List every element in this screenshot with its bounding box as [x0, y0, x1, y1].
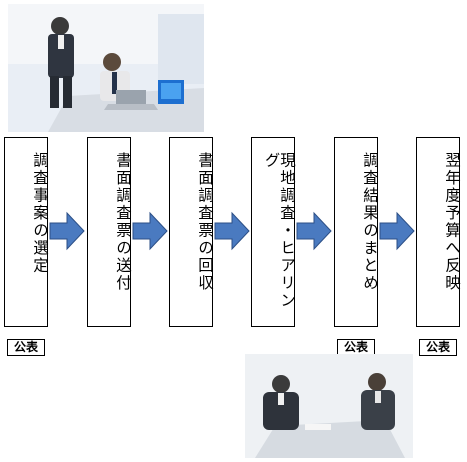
publication-tag: 公表	[419, 339, 457, 356]
step-box-4: 現地調査・ヒアリング	[251, 137, 297, 327]
office-meeting-photo	[8, 4, 204, 132]
right-arrow-icon	[214, 211, 250, 251]
step-label: 現地調査・ヒアリング	[262, 152, 297, 310]
step-box-1: 調査事案の選定	[4, 137, 49, 327]
publication-tag: 公表	[7, 339, 45, 356]
right-arrow-icon	[379, 211, 415, 251]
step-label: 書面調査票の送付	[114, 152, 132, 292]
step-box-6: 翌年度予算へ反映	[416, 137, 461, 327]
right-arrow-icon	[296, 211, 332, 251]
right-arrow-icon	[49, 211, 85, 251]
step-box-5: 調査結果のまとめ	[334, 137, 379, 327]
step-label: 翌年度予算へ反映	[443, 152, 461, 292]
step-label: 調査事案の選定	[31, 152, 49, 275]
step-box-2: 書面調査票の送付	[87, 137, 132, 327]
step-label: 調査結果のまとめ	[361, 152, 379, 292]
publication-tag: 公表	[337, 339, 375, 356]
step-label: 書面調査票の回収	[196, 152, 214, 292]
right-arrow-icon	[132, 211, 168, 251]
interview-photo	[245, 354, 413, 458]
step-box-3: 書面調査票の回収	[169, 137, 214, 327]
